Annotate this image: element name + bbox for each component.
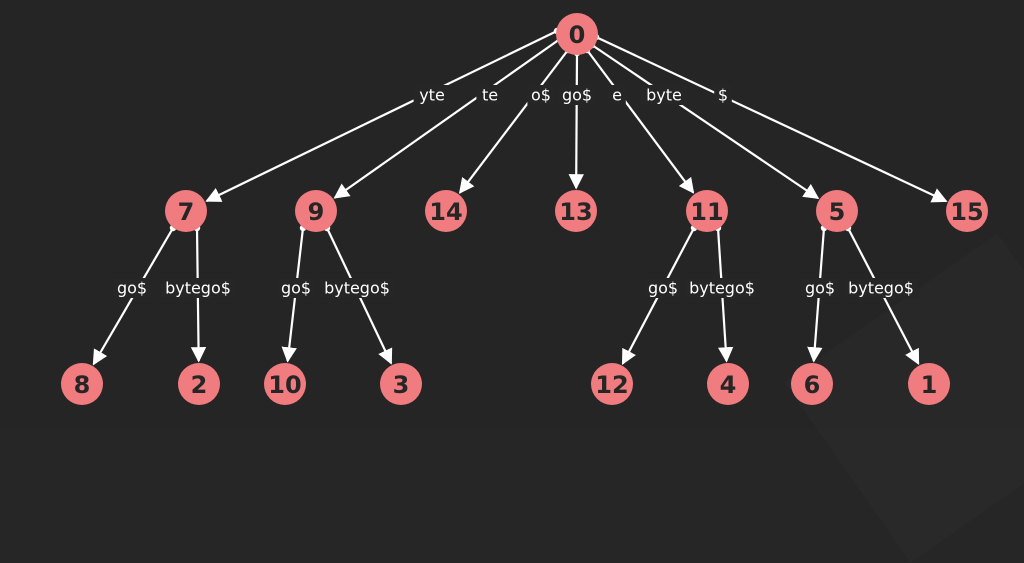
node-label-7: 7 (178, 198, 195, 226)
edge-label-bg-0-14 (527, 85, 555, 105)
node-circle-6 (791, 363, 833, 405)
node-circle-4 (707, 363, 749, 405)
node-circle-9 (295, 190, 337, 232)
node-circle-2 (178, 363, 220, 405)
edge-labels-layer: yte te o$ go$ e byte $ go$ bytego$ go$ bytego$ go$ b… (113, 85, 919, 298)
nodes-layer: 0 7 9 14 13 11 5 15 8 2 10 3 12 4 6 1 (61, 13, 988, 405)
node-circle-1 (908, 363, 950, 405)
edge-0-7 (205, 30, 558, 202)
node-8: 8 (61, 363, 103, 405)
edge-label-0-5: byte (646, 86, 682, 105)
edge-label-bg-5-6 (801, 278, 839, 298)
edge-label-5-1: bytego$ (848, 279, 914, 298)
node-label-14: 14 (429, 198, 462, 226)
node-11: 11 (686, 190, 728, 232)
edge-label-0-14: o$ (531, 86, 551, 105)
node-label-4: 4 (720, 371, 737, 399)
node-7: 7 (165, 190, 207, 232)
edge-label-5-6: go$ (805, 279, 835, 298)
edge-label-bg-0-7 (413, 85, 451, 105)
node-circle-8 (61, 363, 103, 405)
edge-0-5 (591, 44, 820, 200)
node-3: 3 (380, 363, 422, 405)
edge-label-bg-11-12 (644, 278, 682, 298)
edge-label-9-10: go$ (281, 279, 311, 298)
suffix-tree-diagram: yte te o$ go$ e byte $ go$ bytego$ go$ bytego$ go$ b… (61, 13, 988, 405)
node-label-2: 2 (191, 371, 208, 399)
node-5: 5 (816, 190, 858, 232)
edge-label-7-2: bytego$ (165, 279, 231, 298)
node-label-10: 10 (268, 371, 301, 399)
edge-label-bg-0-15 (714, 85, 732, 105)
node-label-1: 1 (921, 371, 938, 399)
edge-label-0-9: te (482, 86, 498, 105)
diagram-canvas: yte te o$ go$ e byte $ go$ bytego$ go$ bytego$ go$ b… (61, 13, 988, 405)
edge-label-bg-7-2 (160, 278, 236, 298)
edge-0-13 (568, 52, 584, 190)
node-14: 14 (425, 190, 467, 232)
node-6: 6 (791, 363, 833, 405)
node-circle-11 (686, 190, 728, 232)
node-circle-5 (816, 190, 858, 232)
edge-label-bg-9-10 (277, 278, 315, 298)
node-circle-7 (165, 190, 207, 232)
edge-label-0-13: go$ (562, 86, 592, 105)
edge-0-15 (595, 36, 948, 203)
node-10: 10 (264, 363, 306, 405)
node-label-5: 5 (829, 198, 846, 226)
node-label-9: 9 (308, 198, 325, 226)
edge-label-7-8: go$ (117, 279, 147, 298)
node-circle-13 (555, 190, 597, 232)
node-label-12: 12 (595, 371, 628, 399)
edge-0-9 (333, 38, 561, 199)
edge-label-bg-0-13 (558, 85, 596, 105)
edge-label-bg-0-9 (476, 85, 504, 105)
node-circle-0 (556, 13, 598, 55)
node-9: 9 (295, 190, 337, 232)
edge-label-bg-5-1 (843, 278, 919, 298)
node-1: 1 (908, 363, 950, 405)
node-label-15: 15 (950, 198, 983, 226)
node-13: 13 (555, 190, 597, 232)
node-label-11: 11 (690, 198, 723, 226)
node-label-13: 13 (559, 198, 592, 226)
edge-label-bg-0-11 (608, 85, 626, 105)
node-circle-12 (591, 363, 633, 405)
edge-label-0-7: yte (419, 86, 445, 105)
node-12: 12 (591, 363, 633, 405)
edge-label-0-11: e (612, 86, 622, 105)
node-label-0: 0 (569, 21, 586, 49)
node-label-3: 3 (393, 371, 410, 399)
edge-label-11-4: bytego$ (689, 279, 755, 298)
edge-0-14 (458, 49, 569, 194)
node-circle-14 (425, 190, 467, 232)
node-0: 0 (556, 13, 598, 55)
node-circle-10 (264, 363, 306, 405)
edge-label-bg-0-5 (640, 85, 688, 105)
node-2: 2 (178, 363, 220, 405)
edge-label-11-12: go$ (648, 279, 678, 298)
node-label-8: 8 (74, 371, 91, 399)
edges-layer (92, 27, 948, 366)
edge-label-bg-9-3 (319, 278, 395, 298)
edge-label-bg-11-4 (684, 278, 760, 298)
edge-label-bg-7-8 (113, 278, 151, 298)
edge-label-0-15: $ (718, 86, 728, 105)
node-label-6: 6 (804, 371, 821, 399)
node-15: 15 (946, 190, 988, 232)
node-4: 4 (707, 363, 749, 405)
node-circle-3 (380, 363, 422, 405)
edge-label-9-3: bytego$ (324, 279, 390, 298)
node-circle-15 (946, 190, 988, 232)
edge-0-11 (586, 49, 695, 194)
